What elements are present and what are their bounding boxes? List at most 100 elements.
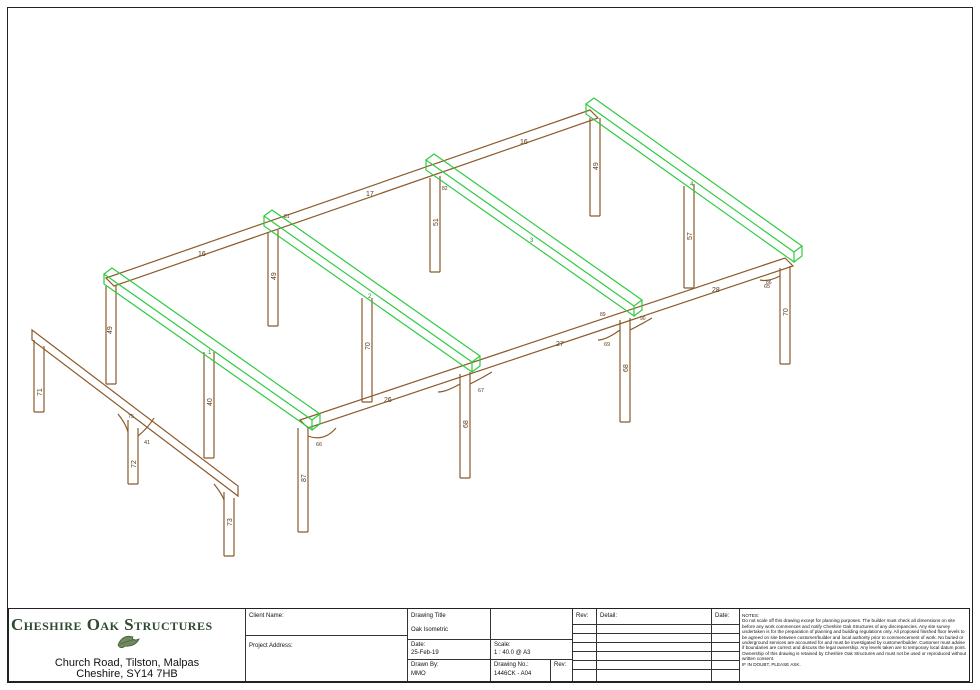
divider: [573, 660, 740, 661]
notes-body: Do not scale off this drawing except for…: [742, 618, 967, 662]
dim-label: 4: [690, 182, 694, 188]
rev-col: [573, 609, 597, 681]
post: [459, 372, 471, 479]
frame-post: [127, 420, 139, 485]
drawing-title-label: Drawing Title: [411, 613, 446, 619]
dim-label: 41: [144, 440, 150, 446]
detail-header: Detail:: [600, 613, 618, 619]
dim-label: 71: [37, 388, 44, 396]
post: [779, 266, 791, 365]
frame-post: [33, 340, 45, 413]
post: [297, 428, 309, 533]
dim-label: 27: [556, 341, 564, 348]
oak-leaf-icon: [117, 635, 140, 649]
company-cell: [9, 609, 246, 681]
rear-plate: [104, 109, 600, 287]
dim-label: 68: [463, 420, 470, 428]
tie-beam: [262, 209, 482, 374]
frame-brace: [117, 413, 225, 501]
dim-label: 70: [365, 342, 372, 350]
dim-label: 67: [478, 388, 484, 394]
dim-label: 51: [433, 218, 440, 226]
post: [619, 318, 631, 423]
rev-label-small: Rev:: [554, 662, 567, 668]
divider: [573, 642, 740, 643]
dim-label: 28: [712, 287, 720, 294]
post: [267, 230, 279, 327]
timber-frame: [31, 109, 795, 557]
date-label: Date:: [411, 642, 426, 648]
drawing-no-value: 1446CK - A04: [494, 671, 532, 677]
drawing-sheet-border: [7, 7, 973, 683]
dim-label: 82: [442, 186, 448, 192]
project-address-label: Project Address:: [249, 643, 293, 649]
divider: [573, 624, 740, 625]
dim-label: 72: [131, 460, 138, 468]
notes-footer: IF IN DOUBT, PLEASE ASK.: [742, 661, 801, 667]
side-frame-beam: [31, 328, 239, 498]
divider: [408, 659, 573, 660]
brace: [307, 371, 493, 439]
dim-label: 3: [530, 238, 534, 244]
title-block: Cheshire Oak Structures Church Road, Til…: [8, 608, 970, 682]
dim-label: 68: [623, 364, 630, 372]
post: [361, 298, 373, 403]
post: [429, 176, 441, 273]
post: [105, 286, 117, 385]
dim-label: 75: [128, 414, 134, 420]
divider: [246, 635, 408, 636]
drawn-by-label: Drawn By:: [411, 662, 439, 668]
dim-label: 87: [301, 474, 308, 482]
tie-beams: [102, 97, 804, 432]
dim-label: 40: [207, 398, 214, 406]
dim-label: 49: [271, 272, 278, 280]
date-col: [712, 609, 740, 681]
company-address-line2: Cheshire, SY14 7HB: [76, 668, 178, 680]
brace: [597, 275, 781, 341]
dim-label: 2: [368, 294, 372, 300]
divider: [550, 659, 551, 681]
dim-label: 26: [384, 397, 392, 404]
scale-cell: [491, 609, 573, 681]
dim-label: 70: [783, 308, 790, 316]
dim-label: 16: [198, 251, 206, 258]
dim-label: 17: [366, 191, 374, 198]
title-cell: [408, 609, 491, 681]
dim-label: 90: [640, 316, 646, 322]
drawing-title-value: Oak Isometric: [411, 627, 449, 633]
scale-value: 1 : 40.0 @ A3: [494, 650, 531, 656]
dim-label: 73: [227, 518, 234, 526]
drawn-by-value: MMO: [411, 671, 426, 677]
dim-label: 86: [766, 280, 772, 286]
company-address-line1: Church Road, Tilston, Malpas: [54, 657, 200, 669]
notes-title: NOTES:: [742, 613, 760, 618]
isometric-drawing: 16 17 16 26 27 28 49 49 51 49 40 70 57 6…: [31, 97, 804, 557]
notes-block: NOTES: Do not scale off this drawing exc…: [742, 613, 967, 667]
dim-label: 89: [600, 312, 606, 318]
post: [203, 352, 215, 459]
tie-beam: [424, 153, 644, 318]
date-header: Date:: [715, 613, 730, 619]
detail-col: [597, 609, 712, 681]
front-plate: [298, 257, 795, 429]
divider: [573, 669, 740, 670]
company-name: Cheshire Oak Structures: [11, 615, 213, 634]
dim-label: 66: [316, 442, 322, 448]
frame-post: [223, 492, 235, 557]
dim-label: 49: [107, 326, 114, 334]
drawing-no-label: Drawing No.:: [494, 662, 529, 668]
rev-header: Rev:: [576, 613, 589, 619]
client-name-label: Client Name:: [249, 613, 284, 619]
post: [589, 118, 601, 217]
dim-label: 69: [604, 342, 610, 348]
scale-label: Scale:: [494, 642, 511, 648]
dim-label: 16: [520, 139, 528, 146]
post: [683, 184, 695, 289]
date-value: 25-Feb-19: [411, 650, 439, 656]
divider: [573, 633, 740, 634]
dim-label: 65: [764, 284, 770, 290]
dim-label: 57: [687, 232, 694, 240]
dim-label: 49: [593, 162, 600, 170]
divider: [573, 651, 740, 652]
client-cell: [246, 609, 408, 681]
